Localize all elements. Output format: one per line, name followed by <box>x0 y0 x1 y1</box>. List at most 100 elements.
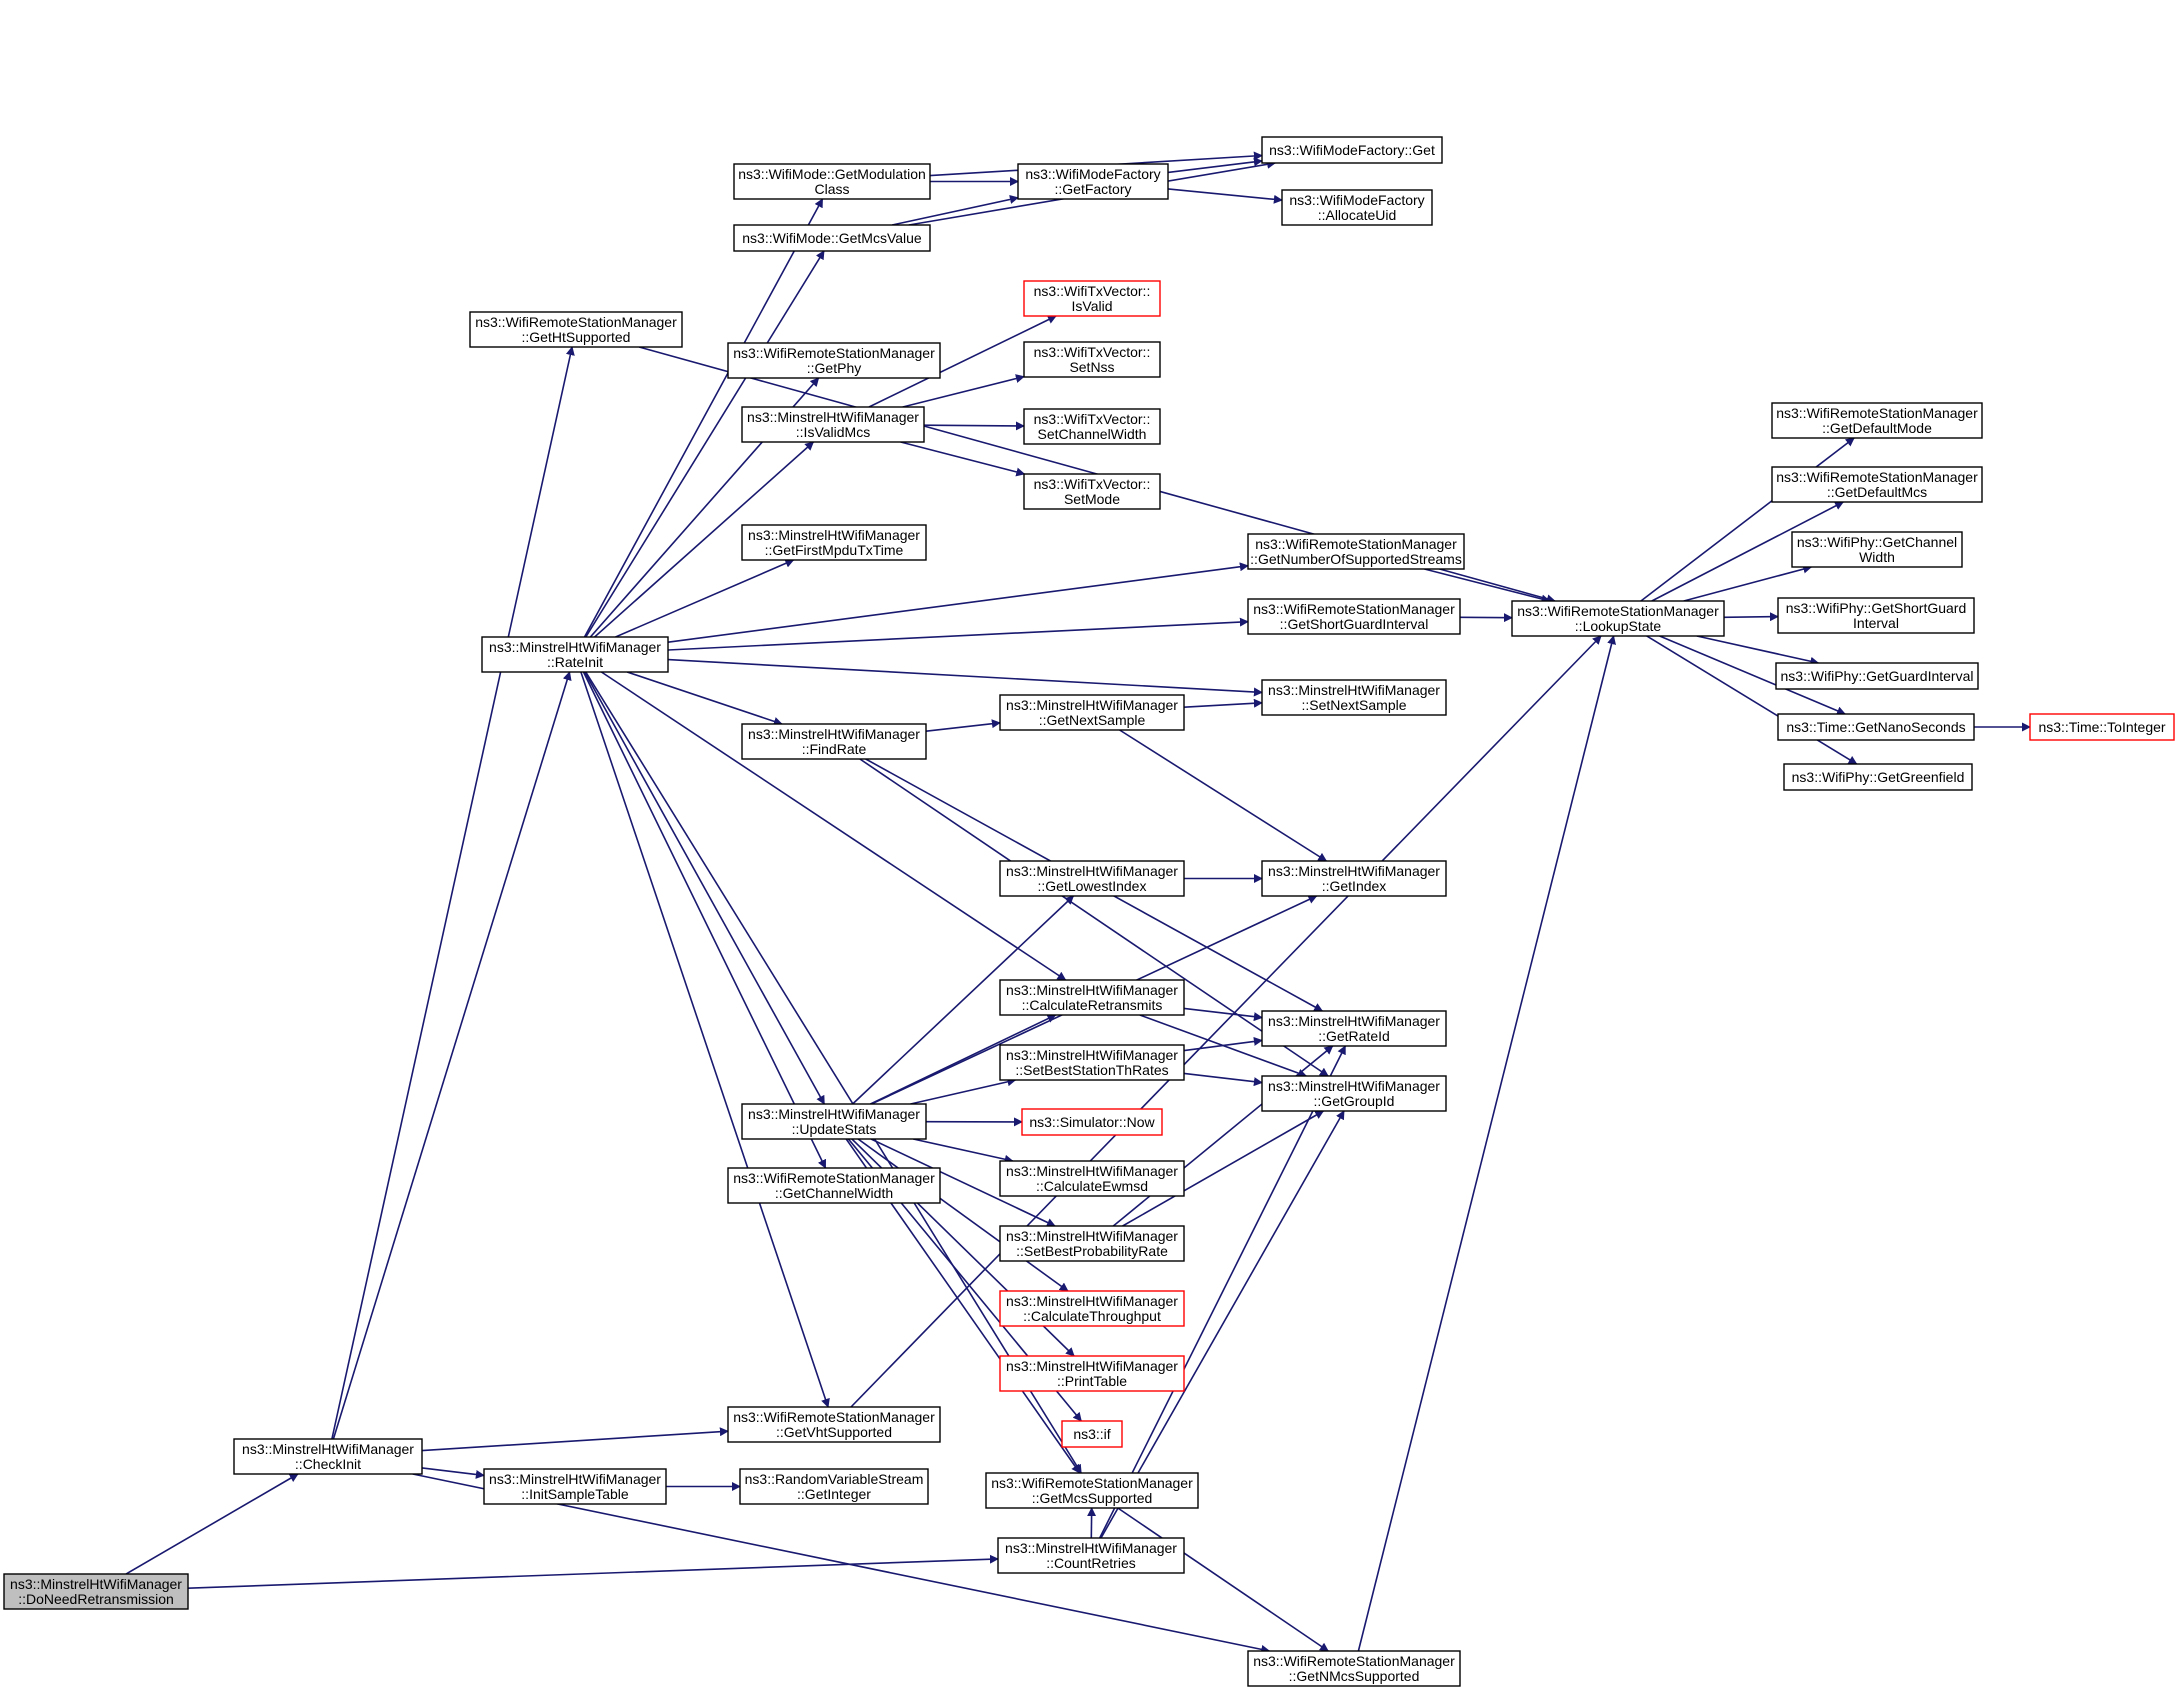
node-label-line: ::GetIndex <box>1322 878 1387 894</box>
graph-node-wifimodefactory-get[interactable]: ns3::WifiModeFactory::Get <box>1261 136 1443 164</box>
node-box <box>1061 1420 1123 1448</box>
call-edge <box>585 250 825 638</box>
node-label-line: ns3::Time::GetNanoSeconds <box>1786 719 1965 735</box>
node-box <box>2029 713 2175 741</box>
graph-node-getfactory[interactable]: ns3::WifiModeFactory::GetFactory <box>1017 163 1169 200</box>
graph-node-getgroupid[interactable]: ns3::MinstrelHtWifiManager::GetGroupId <box>1261 1075 1447 1112</box>
graph-node-getinteger[interactable]: ns3::RandomVariableStream::GetInteger <box>739 1468 929 1505</box>
graph-node-getlowestindex[interactable]: ns3::MinstrelHtWifiManager::GetLowestInd… <box>999 860 1185 897</box>
graph-node-if[interactable]: ns3::if <box>1061 1420 1123 1448</box>
node-box <box>733 224 931 252</box>
node-box <box>741 406 925 443</box>
graph-node-phy-getgreenfield[interactable]: ns3::WifiPhy::GetGreenfield <box>1783 763 1973 791</box>
graph-node-phy-getguardinterval[interactable]: ns3::WifiPhy::GetGuardInterval <box>1775 662 1979 690</box>
graph-node-getchannelwidth[interactable]: ns3::WifiRemoteStationManager::GetChanne… <box>727 1167 941 1204</box>
node-label-line: ::CalculateRetransmits <box>1022 997 1163 1013</box>
node-label-line: ns3::WifiPhy::GetGreenfield <box>1792 769 1965 785</box>
node-box <box>741 524 927 561</box>
graph-node-calculatethroughput[interactable]: ns3::MinstrelHtWifiManager::CalculateThr… <box>999 1290 1185 1327</box>
graph-node-getnumberofsupportedstreams[interactable]: ns3::WifiRemoteStationManager::GetNumber… <box>1247 533 1465 570</box>
call-edge <box>584 671 825 1105</box>
graph-node-getnextsample[interactable]: ns3::MinstrelHtWifiManager::GetNextSampl… <box>999 694 1185 731</box>
node-label-line: ::CountRetries <box>1046 1555 1135 1571</box>
node-box <box>1511 600 1725 637</box>
graph-node-initsampletable[interactable]: ns3::MinstrelHtWifiManager::InitSampleTa… <box>483 1468 667 1505</box>
graph-node-getshortguardinterval[interactable]: ns3::WifiRemoteStationManager::GetShortG… <box>1247 598 1461 635</box>
graph-node-calculateewmsd[interactable]: ns3::MinstrelHtWifiManager::CalculateEwm… <box>999 1160 1185 1197</box>
node-box <box>1281 189 1433 226</box>
graph-node-getfirstmpdutxtime[interactable]: ns3::MinstrelHtWifiManager::GetFirstMpdu… <box>741 524 927 561</box>
graph-node-allocateuid[interactable]: ns3::WifiModeFactory::AllocateUid <box>1281 189 1433 226</box>
graph-node-setbeststationthrates[interactable]: ns3::MinstrelHtWifiManager::SetBestStati… <box>999 1044 1185 1081</box>
node-label-line: ns3::if <box>1073 1426 1110 1442</box>
graph-node-countretries[interactable]: ns3::MinstrelHtWifiManager::CountRetries <box>997 1537 1185 1574</box>
node-label-line: ns3::WifiRemoteStationManager <box>1517 603 1719 619</box>
call-edge <box>1424 568 1551 604</box>
graph-node-phy-getshortguardinterval[interactable]: ns3::WifiPhy::GetShortGuardInterval <box>1777 597 1975 634</box>
node-label-line: ns3::WifiTxVector:: <box>1034 344 1151 360</box>
call-edge <box>626 671 783 726</box>
node-label-line: ns3::MinstrelHtWifiManager <box>1268 682 1440 698</box>
node-box <box>985 1472 1199 1509</box>
graph-node-getdefaultmode[interactable]: ns3::WifiRemoteStationManager::GetDefaul… <box>1771 402 1983 439</box>
graph-node-time-getnanoseconds[interactable]: ns3::Time::GetNanoSeconds <box>1777 713 1975 741</box>
graph-node-getnmcssupported[interactable]: ns3::WifiRemoteStationManager::GetNMcsSu… <box>1247 1650 1461 1687</box>
graph-node-checkinit[interactable]: ns3::MinstrelHtWifiManager::CheckInit <box>233 1438 423 1475</box>
graph-node-printtable[interactable]: ns3::MinstrelHtWifiManager::PrintTable <box>999 1355 1185 1392</box>
graph-node-updatestats[interactable]: ns3::MinstrelHtWifiManager::UpdateStats <box>741 1103 927 1140</box>
call-edge <box>1098 1045 1347 1539</box>
graph-node-getrateid[interactable]: ns3::MinstrelHtWifiManager::GetRateId <box>1261 1010 1447 1047</box>
node-label-line: ns3::WifiRemoteStationManager <box>733 345 935 361</box>
node-label-line: ns3::WifiRemoteStationManager <box>475 314 677 330</box>
node-box <box>1777 597 1975 634</box>
node-box <box>999 1355 1185 1392</box>
graph-node-simulator-now[interactable]: ns3::Simulator::Now <box>1021 1108 1163 1136</box>
graph-node-getphy[interactable]: ns3::WifiRemoteStationManager::GetPhy <box>727 342 941 379</box>
graph-node-isvalid[interactable]: ns3::WifiTxVector::IsValid <box>1023 280 1161 317</box>
graph-node-rateinit[interactable]: ns3::MinstrelHtWifiManager::RateInit <box>481 636 669 673</box>
graph-node-lookupstate[interactable]: ns3::WifiRemoteStationManager::LookupSta… <box>1511 600 1725 637</box>
graph-node-setchannelwidth[interactable]: ns3::WifiTxVector::SetChannelWidth <box>1023 408 1161 445</box>
call-edge <box>925 719 1001 732</box>
graph-node-setnextsample[interactable]: ns3::MinstrelHtWifiManager::SetNextSampl… <box>1261 679 1447 716</box>
nodes-layer: ns3::MinstrelHtWifiManager::DoNeedRetran… <box>3 136 2175 1687</box>
graph-node-setmode[interactable]: ns3::WifiTxVector::SetMode <box>1023 473 1161 510</box>
graph-node-calculateretransmits[interactable]: ns3::MinstrelHtWifiManager::CalculateRet… <box>999 979 1185 1016</box>
node-label-line: ns3::WifiModeFactory <box>1025 166 1160 182</box>
graph-node-time-tointeger[interactable]: ns3::Time::ToInteger <box>2029 713 2175 741</box>
node-label-line: ns3::WifiTxVector:: <box>1034 283 1151 299</box>
node-box <box>999 1160 1185 1197</box>
call-edge <box>600 671 1067 981</box>
graph-node-getmcssupported[interactable]: ns3::WifiRemoteStationManager::GetMcsSup… <box>985 1472 1199 1509</box>
node-box <box>1791 531 1963 568</box>
node-label-line: ::RateInit <box>547 654 603 670</box>
node-label-line: ns3::MinstrelHtWifiManager <box>1006 697 1178 713</box>
node-box <box>469 311 683 348</box>
graph-node-gethtsupported[interactable]: ns3::WifiRemoteStationManager::GetHtSupp… <box>469 311 683 348</box>
graph-node-root[interactable]: ns3::MinstrelHtWifiManager::DoNeedRetran… <box>3 1573 189 1610</box>
graph-node-setbestprobabilityrate[interactable]: ns3::MinstrelHtWifiManager::SetBestProba… <box>999 1225 1185 1262</box>
node-box <box>1775 662 1979 690</box>
graph-node-setnss[interactable]: ns3::WifiTxVector::SetNss <box>1023 341 1161 378</box>
call-edge <box>891 195 1019 226</box>
node-box <box>483 1468 667 1505</box>
node-label-line: ns3::WifiRemoteStationManager <box>1253 1653 1455 1669</box>
graph-node-getmcsvalue[interactable]: ns3::WifiMode::GetMcsValue <box>733 224 931 252</box>
node-label-line: ns3::MinstrelHtWifiManager <box>1268 863 1440 879</box>
graph-node-getindex[interactable]: ns3::MinstrelHtWifiManager::GetIndex <box>1261 860 1447 897</box>
graph-node-getvhtsupported[interactable]: ns3::WifiRemoteStationManager::GetVhtSup… <box>727 1406 941 1443</box>
call-edge <box>1683 564 1813 602</box>
call-edge <box>1167 188 1283 204</box>
node-box <box>733 163 931 200</box>
node-box <box>1261 1010 1447 1047</box>
call-edge <box>1183 1036 1263 1052</box>
graph-node-getdefaultmcs[interactable]: ns3::WifiRemoteStationManager::GetDefaul… <box>1771 466 1983 503</box>
graph-node-isvalidmcs[interactable]: ns3::MinstrelHtWifiManager::IsValidMcs <box>741 406 925 443</box>
graph-node-phy-getchannelwidth[interactable]: ns3::WifiPhy::GetChannelWidth <box>1791 531 1963 568</box>
call-edge <box>910 1077 1017 1105</box>
node-label-line: ::GetPhy <box>807 360 861 376</box>
graph-node-findrate[interactable]: ns3::MinstrelHtWifiManager::FindRate <box>741 723 927 760</box>
node-label-line: ns3::WifiRemoteStationManager <box>1776 469 1978 485</box>
node-label-line: ::GetNextSample <box>1039 712 1146 728</box>
